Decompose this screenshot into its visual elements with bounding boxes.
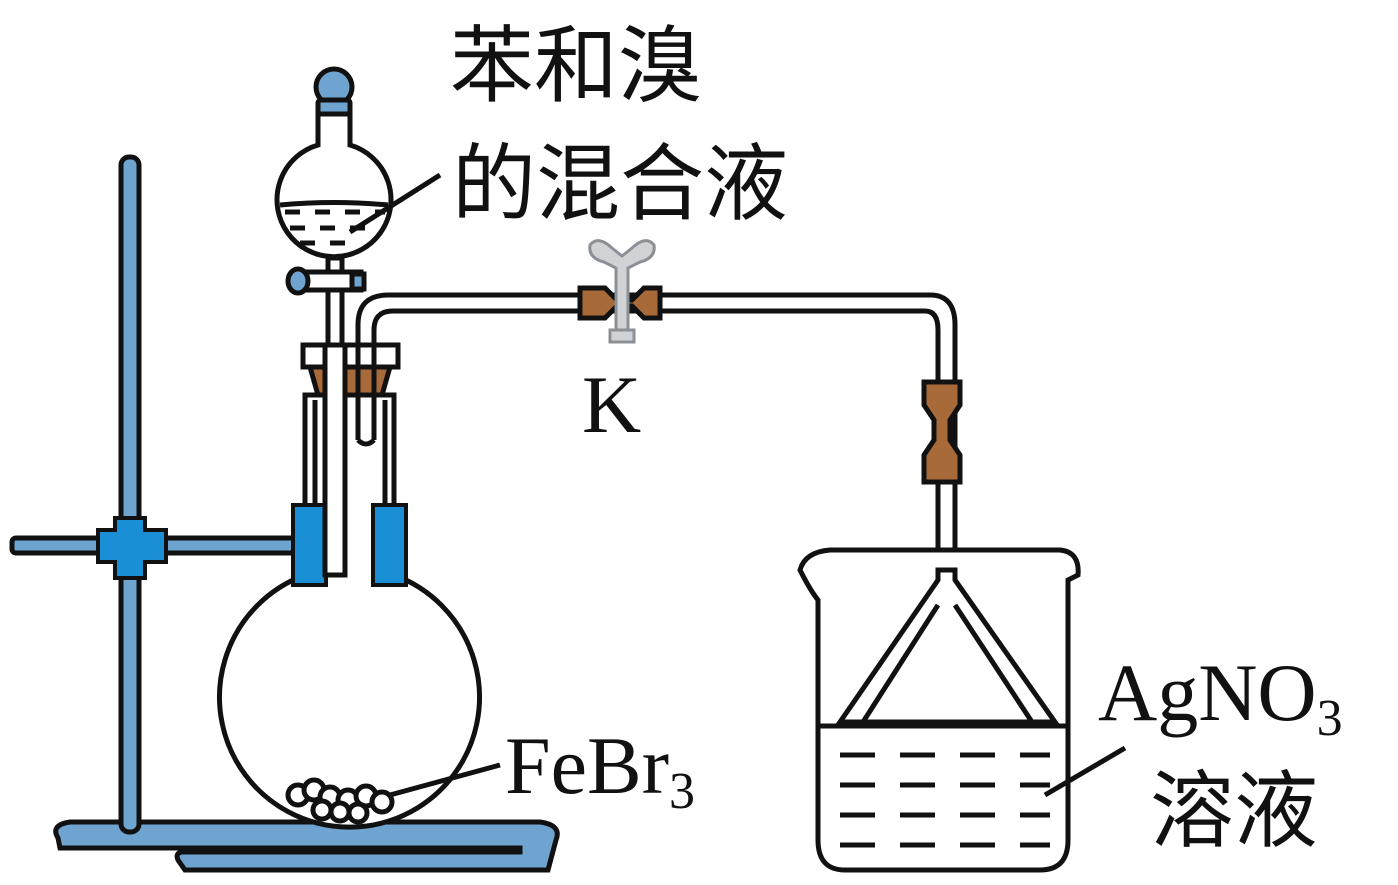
- delivery-tube: [355, 239, 963, 570]
- febr3-beads: [285, 777, 395, 825]
- label-funnel-line1: 苯和溴: [450, 17, 702, 115]
- label-funnel-line2: 的混合液: [452, 135, 788, 233]
- stand-base: [53, 819, 560, 873]
- bosshead-clamp: [96, 516, 168, 580]
- flask-clamp-left: [291, 503, 328, 587]
- label-clamp-k: K: [582, 359, 641, 450]
- iron-stand: [9, 154, 560, 873]
- funnel-body: [274, 111, 394, 260]
- pinch-clip-k: [588, 239, 656, 344]
- flask-body: [217, 392, 482, 830]
- label-agno3: AgNO3: [1098, 647, 1343, 747]
- round-bottom-flask: [217, 392, 501, 830]
- rubber-stopper: [300, 342, 401, 398]
- beaker: [797, 547, 1127, 873]
- stand-rod: [118, 154, 142, 835]
- label-febr3: FeBr3: [505, 720, 695, 820]
- label-agno3-main: AgNO: [1098, 647, 1317, 738]
- funnel-leader: [348, 172, 442, 235]
- label-febr3-sub: 3: [669, 763, 695, 820]
- beaker-liquid-lines: [840, 752, 1050, 848]
- flask-clamp-right: [371, 503, 408, 587]
- beaker-leader: [1043, 745, 1127, 798]
- label-agno3-sub: 3: [1317, 690, 1343, 747]
- inverted-funnel: [835, 567, 1060, 725]
- label-solution: 溶液: [1150, 762, 1318, 860]
- febr3-leader: [389, 762, 501, 798]
- rubber-joint-vertical: [921, 379, 963, 485]
- label-febr3-main: FeBr: [505, 720, 669, 811]
- separatory-funnel: [274, 66, 442, 578]
